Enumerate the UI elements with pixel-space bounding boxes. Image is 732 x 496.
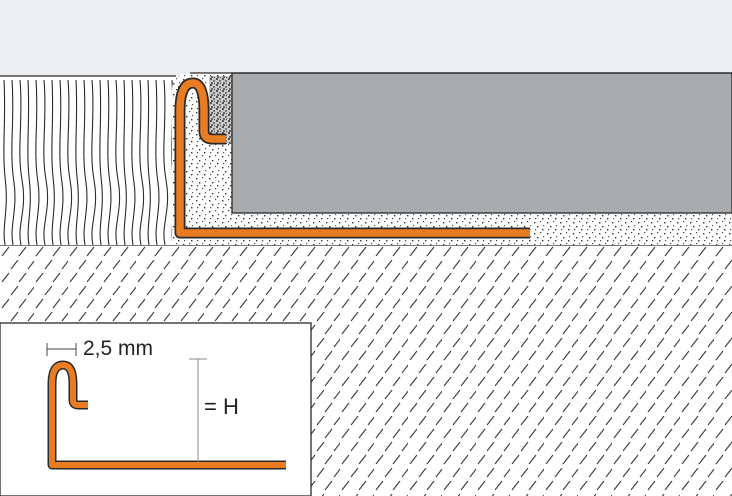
floor-fiber-line xyxy=(91,79,97,246)
tile xyxy=(231,72,732,214)
legend-profile xyxy=(49,362,286,468)
floor-fiber-line xyxy=(67,79,73,246)
floor-fiber-line xyxy=(139,79,145,246)
floor-fiber-line xyxy=(59,79,64,246)
floor-fiber-line xyxy=(123,79,127,246)
floor-fiber-line xyxy=(163,79,169,246)
floor-fiber-line xyxy=(19,79,25,246)
thickness-dimension-marker xyxy=(46,343,77,356)
height-dimension-marker xyxy=(189,358,207,463)
floor-fiber-line xyxy=(35,79,40,246)
adhesive-dense-fill xyxy=(209,76,232,144)
height-label: = H xyxy=(204,394,239,419)
floor-fiber-line xyxy=(51,79,55,246)
floor-fiber-line xyxy=(11,79,16,246)
thickness-label: 2,5 mm xyxy=(83,337,154,360)
floor-covering xyxy=(0,76,178,245)
floor-fiber-line xyxy=(147,79,151,246)
profile-edge-trim xyxy=(176,79,530,237)
floor-fiber-line xyxy=(27,79,31,246)
floor-fiber-line xyxy=(3,79,7,246)
floor-fiber-line xyxy=(155,79,160,246)
floor-fiber-line xyxy=(99,79,103,246)
floor-fiber-line xyxy=(115,79,121,246)
floor-fiber-line xyxy=(131,79,136,246)
floor-fiber-line xyxy=(43,79,49,246)
floor-fiber-line xyxy=(107,79,112,246)
floor-fiber-line xyxy=(83,79,88,246)
floor-fiber-line xyxy=(75,79,79,246)
